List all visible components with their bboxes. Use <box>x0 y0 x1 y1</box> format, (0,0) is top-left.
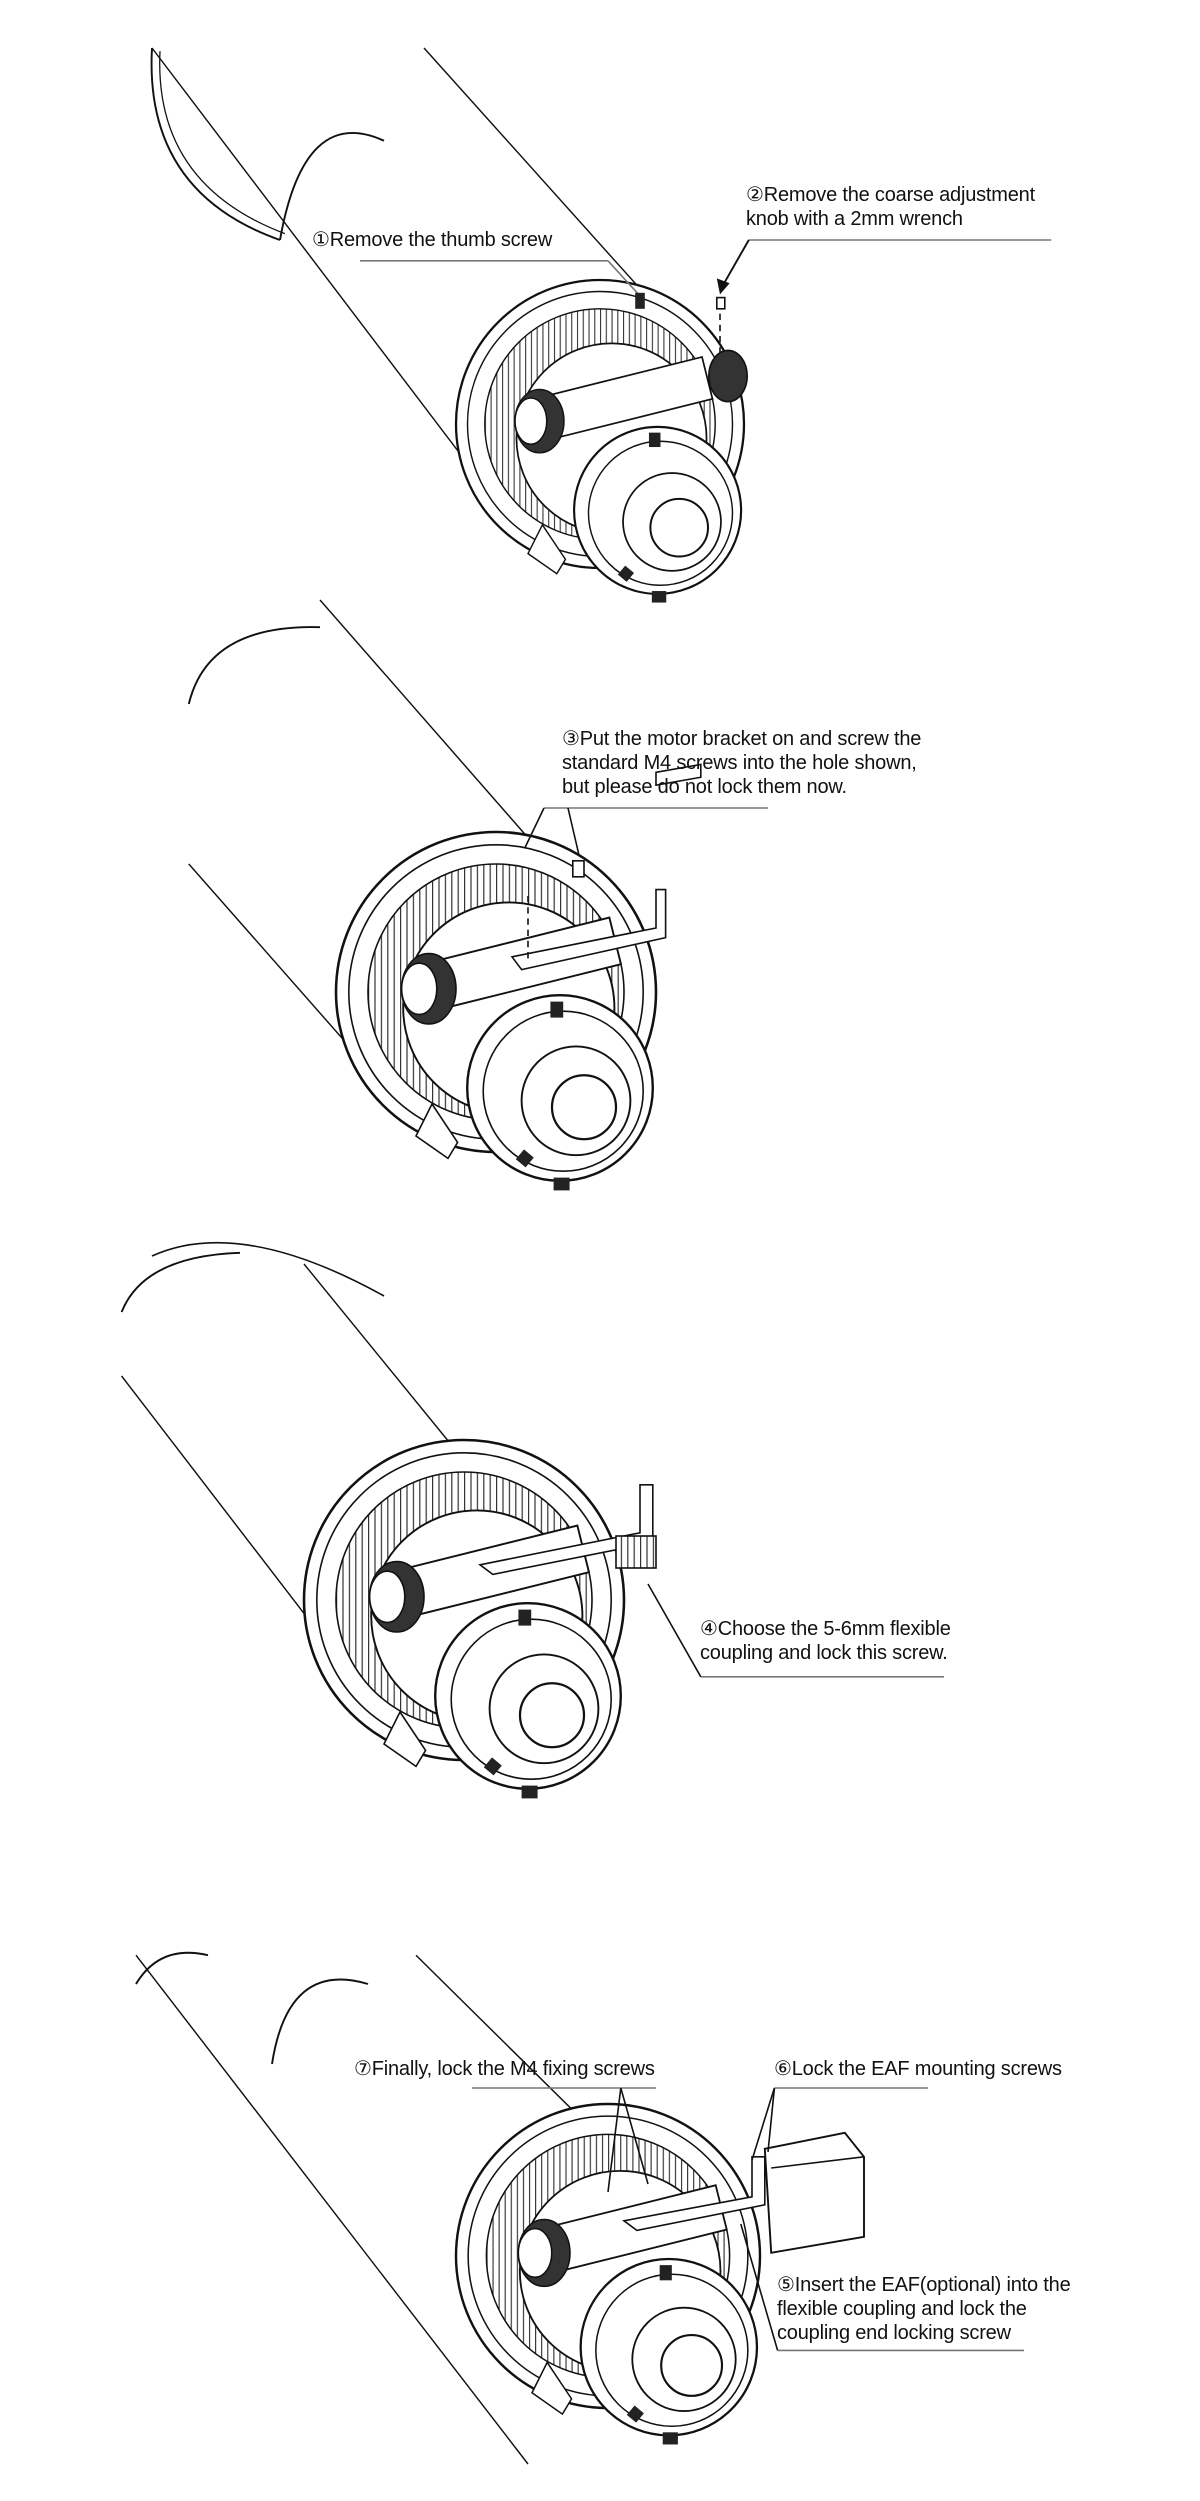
step-2-label: ②Remove the coarse adjustment knob with … <box>746 183 1035 231</box>
step-2-text-line-2: knob with a 2mm wrench <box>746 208 963 230</box>
step-4-label: ④Choose the 5-6mm flexible coupling and … <box>700 1617 951 1665</box>
step-4-number: ④ <box>700 1618 718 1640</box>
panel-3-illustration <box>120 1241 945 1800</box>
step-3-text-line-1: Put the motor bracket on and screw the <box>579 728 922 750</box>
step-3-text-line-3: but please do not lock them now. <box>562 776 847 798</box>
step-6-number: ⑥ <box>774 2058 792 2080</box>
step-4-text-line-1: Choose the 5-6mm flexible <box>717 1618 951 1640</box>
panel-4-illustration <box>135 1951 1025 2465</box>
step-5-text-line-3: coupling end locking screw <box>777 2322 1011 2344</box>
step-3-number: ③ <box>562 728 580 750</box>
step-6-label: ⑥Lock the EAF mounting screws <box>774 2057 1062 2081</box>
step-1-label: ①Remove the thumb screw <box>312 228 552 252</box>
panel-1-illustration <box>150 47 1052 604</box>
panel-2-illustration <box>187 599 769 1192</box>
step-2-number: ② <box>746 184 764 206</box>
step-6-text: Lock the EAF mounting screws <box>791 2058 1062 2080</box>
step-5-text-line-1: Insert the EAF(optional) into the <box>794 2274 1071 2296</box>
step-3-label: ③Put the motor bracket on and screw the … <box>562 727 921 799</box>
step-4-text-line-2: coupling and lock this screw. <box>700 1642 948 1664</box>
step-7-label: ⑦Finally, lock the M4 fixing screws <box>354 2057 655 2081</box>
step-5-label: ⑤Insert the EAF(optional) into the flexi… <box>777 2273 1071 2345</box>
step-2-text-line-1: Remove the coarse adjustment <box>763 184 1035 206</box>
step-7-number: ⑦ <box>354 2058 372 2080</box>
step-3-text-line-2: standard M4 screws into the hole shown, <box>562 752 917 774</box>
step-5-text-line-2: flexible coupling and lock the <box>777 2298 1027 2320</box>
step-1-text: Remove the thumb screw <box>329 229 553 251</box>
step-1-number: ① <box>312 229 330 251</box>
step-7-text: Finally, lock the M4 fixing screws <box>371 2058 655 2080</box>
step-5-number: ⑤ <box>777 2274 795 2296</box>
